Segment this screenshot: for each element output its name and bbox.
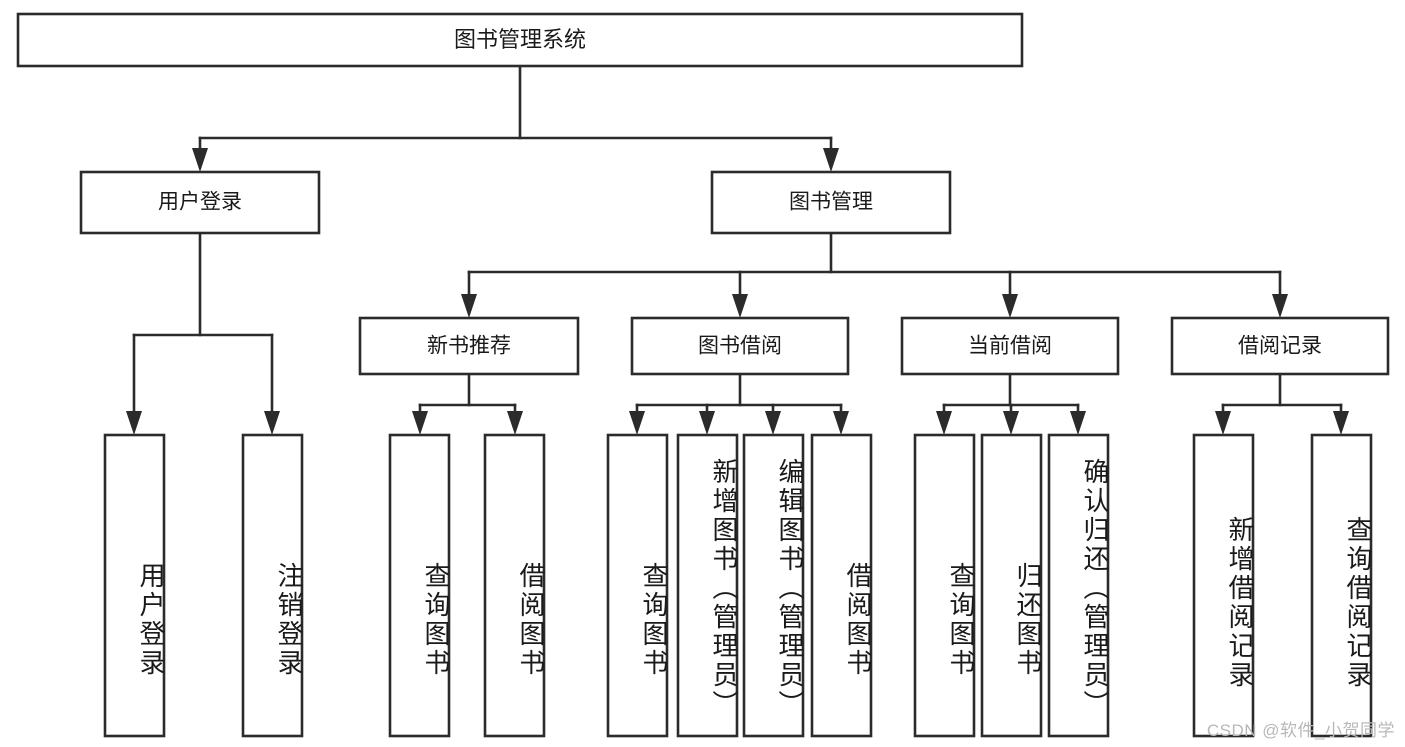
connector-group-book-management xyxy=(461,231,1288,318)
leaf-user-logout-box[interactable] xyxy=(241,433,304,738)
arrowhead-leaf-add-book xyxy=(699,411,715,435)
connector-group-root xyxy=(192,64,839,172)
arrowhead-book-borrow xyxy=(732,294,748,318)
node-user-login-label: 用户登录 xyxy=(158,191,242,214)
node-book-management-box[interactable] xyxy=(710,170,952,235)
connector-group-book-borrow xyxy=(629,372,849,435)
arrowhead-leaf-return-book xyxy=(1003,411,1019,435)
leaf-borrow-book-2-box[interactable] xyxy=(810,433,873,738)
leaf-add-record-box[interactable] xyxy=(1192,433,1255,738)
node-user-login-box[interactable] xyxy=(79,170,321,235)
connector-group-user-login xyxy=(126,231,280,435)
arrowhead-leaf-user-login xyxy=(126,411,142,435)
leaf-query-book-3-box[interactable] xyxy=(913,433,976,738)
node-borrow-record-label: 借阅记录 xyxy=(1238,335,1322,358)
leaf-query-book-2-box[interactable] xyxy=(606,433,669,738)
node-new-book-recommend-label: 新书推荐 xyxy=(427,335,511,358)
connector-group-new-book-recommend xyxy=(412,372,523,435)
node-book-borrow-label: 图书借阅 xyxy=(698,335,782,358)
leaf-user-login-box[interactable] xyxy=(103,433,166,738)
arrowhead-leaf-query-book-1 xyxy=(412,411,428,435)
node-current-borrow[interactable]: 当前借阅 xyxy=(900,316,1120,376)
arrowhead-leaf-query-record xyxy=(1333,411,1349,435)
arrowhead-new-book-recommend xyxy=(461,294,477,318)
arrowhead-leaf-borrow-book-1 xyxy=(507,411,523,435)
arrowhead-leaf-add-record xyxy=(1215,411,1231,435)
arrowhead-leaf-borrow-book-2 xyxy=(833,411,849,435)
node-borrow-record[interactable]: 借阅记录 xyxy=(1170,316,1390,376)
node-current-borrow-box[interactable] xyxy=(900,316,1120,376)
arrowhead-leaf-user-logout xyxy=(264,411,280,435)
leaf-borrow-book-1-box[interactable] xyxy=(483,433,546,738)
connector-group-borrow-record xyxy=(1215,372,1349,435)
node-current-borrow-label: 当前借阅 xyxy=(968,335,1052,358)
arrowhead-leaf-confirm-return xyxy=(1070,411,1086,435)
arrowhead-user-login xyxy=(192,148,208,172)
node-book-management[interactable]: 图书管理 xyxy=(710,170,952,235)
arrowhead-leaf-query-book-3 xyxy=(936,411,952,435)
arrowhead-borrow-record xyxy=(1272,294,1288,318)
connector-group-current-borrow xyxy=(936,372,1086,435)
leaf-query-record-box[interactable] xyxy=(1310,433,1373,738)
node-book-borrow-box[interactable] xyxy=(630,316,850,376)
leaf-add-book-box[interactable] xyxy=(676,433,739,738)
node-root[interactable]: 图书管理系统 xyxy=(16,12,1024,68)
arrowhead-book-management xyxy=(823,148,839,172)
watermark-text: CSDN @软件_小贺同学 xyxy=(1206,721,1395,740)
leaf-query-book-1-box[interactable] xyxy=(388,433,451,738)
leaf-return-book-box[interactable] xyxy=(980,433,1043,738)
leaf-edit-book-box[interactable] xyxy=(742,433,805,738)
arrowhead-leaf-edit-book xyxy=(765,411,781,435)
node-book-borrow[interactable]: 图书借阅 xyxy=(630,316,850,376)
node-new-book-recommend[interactable]: 新书推荐 xyxy=(358,316,580,376)
arrowhead-current-borrow xyxy=(1002,294,1018,318)
leaf-confirm-return-box[interactable] xyxy=(1047,433,1110,738)
node-root-box[interactable] xyxy=(16,12,1024,68)
node-new-book-recommend-box[interactable] xyxy=(358,316,580,376)
node-borrow-record-box[interactable] xyxy=(1170,316,1390,376)
arrowhead-leaf-query-book-2 xyxy=(629,411,645,435)
node-book-management-label: 图书管理 xyxy=(789,191,873,214)
leaf-boxes xyxy=(103,433,1373,738)
node-root-label: 图书管理系统 xyxy=(454,27,586,52)
node-user-login[interactable]: 用户登录 xyxy=(79,170,321,235)
